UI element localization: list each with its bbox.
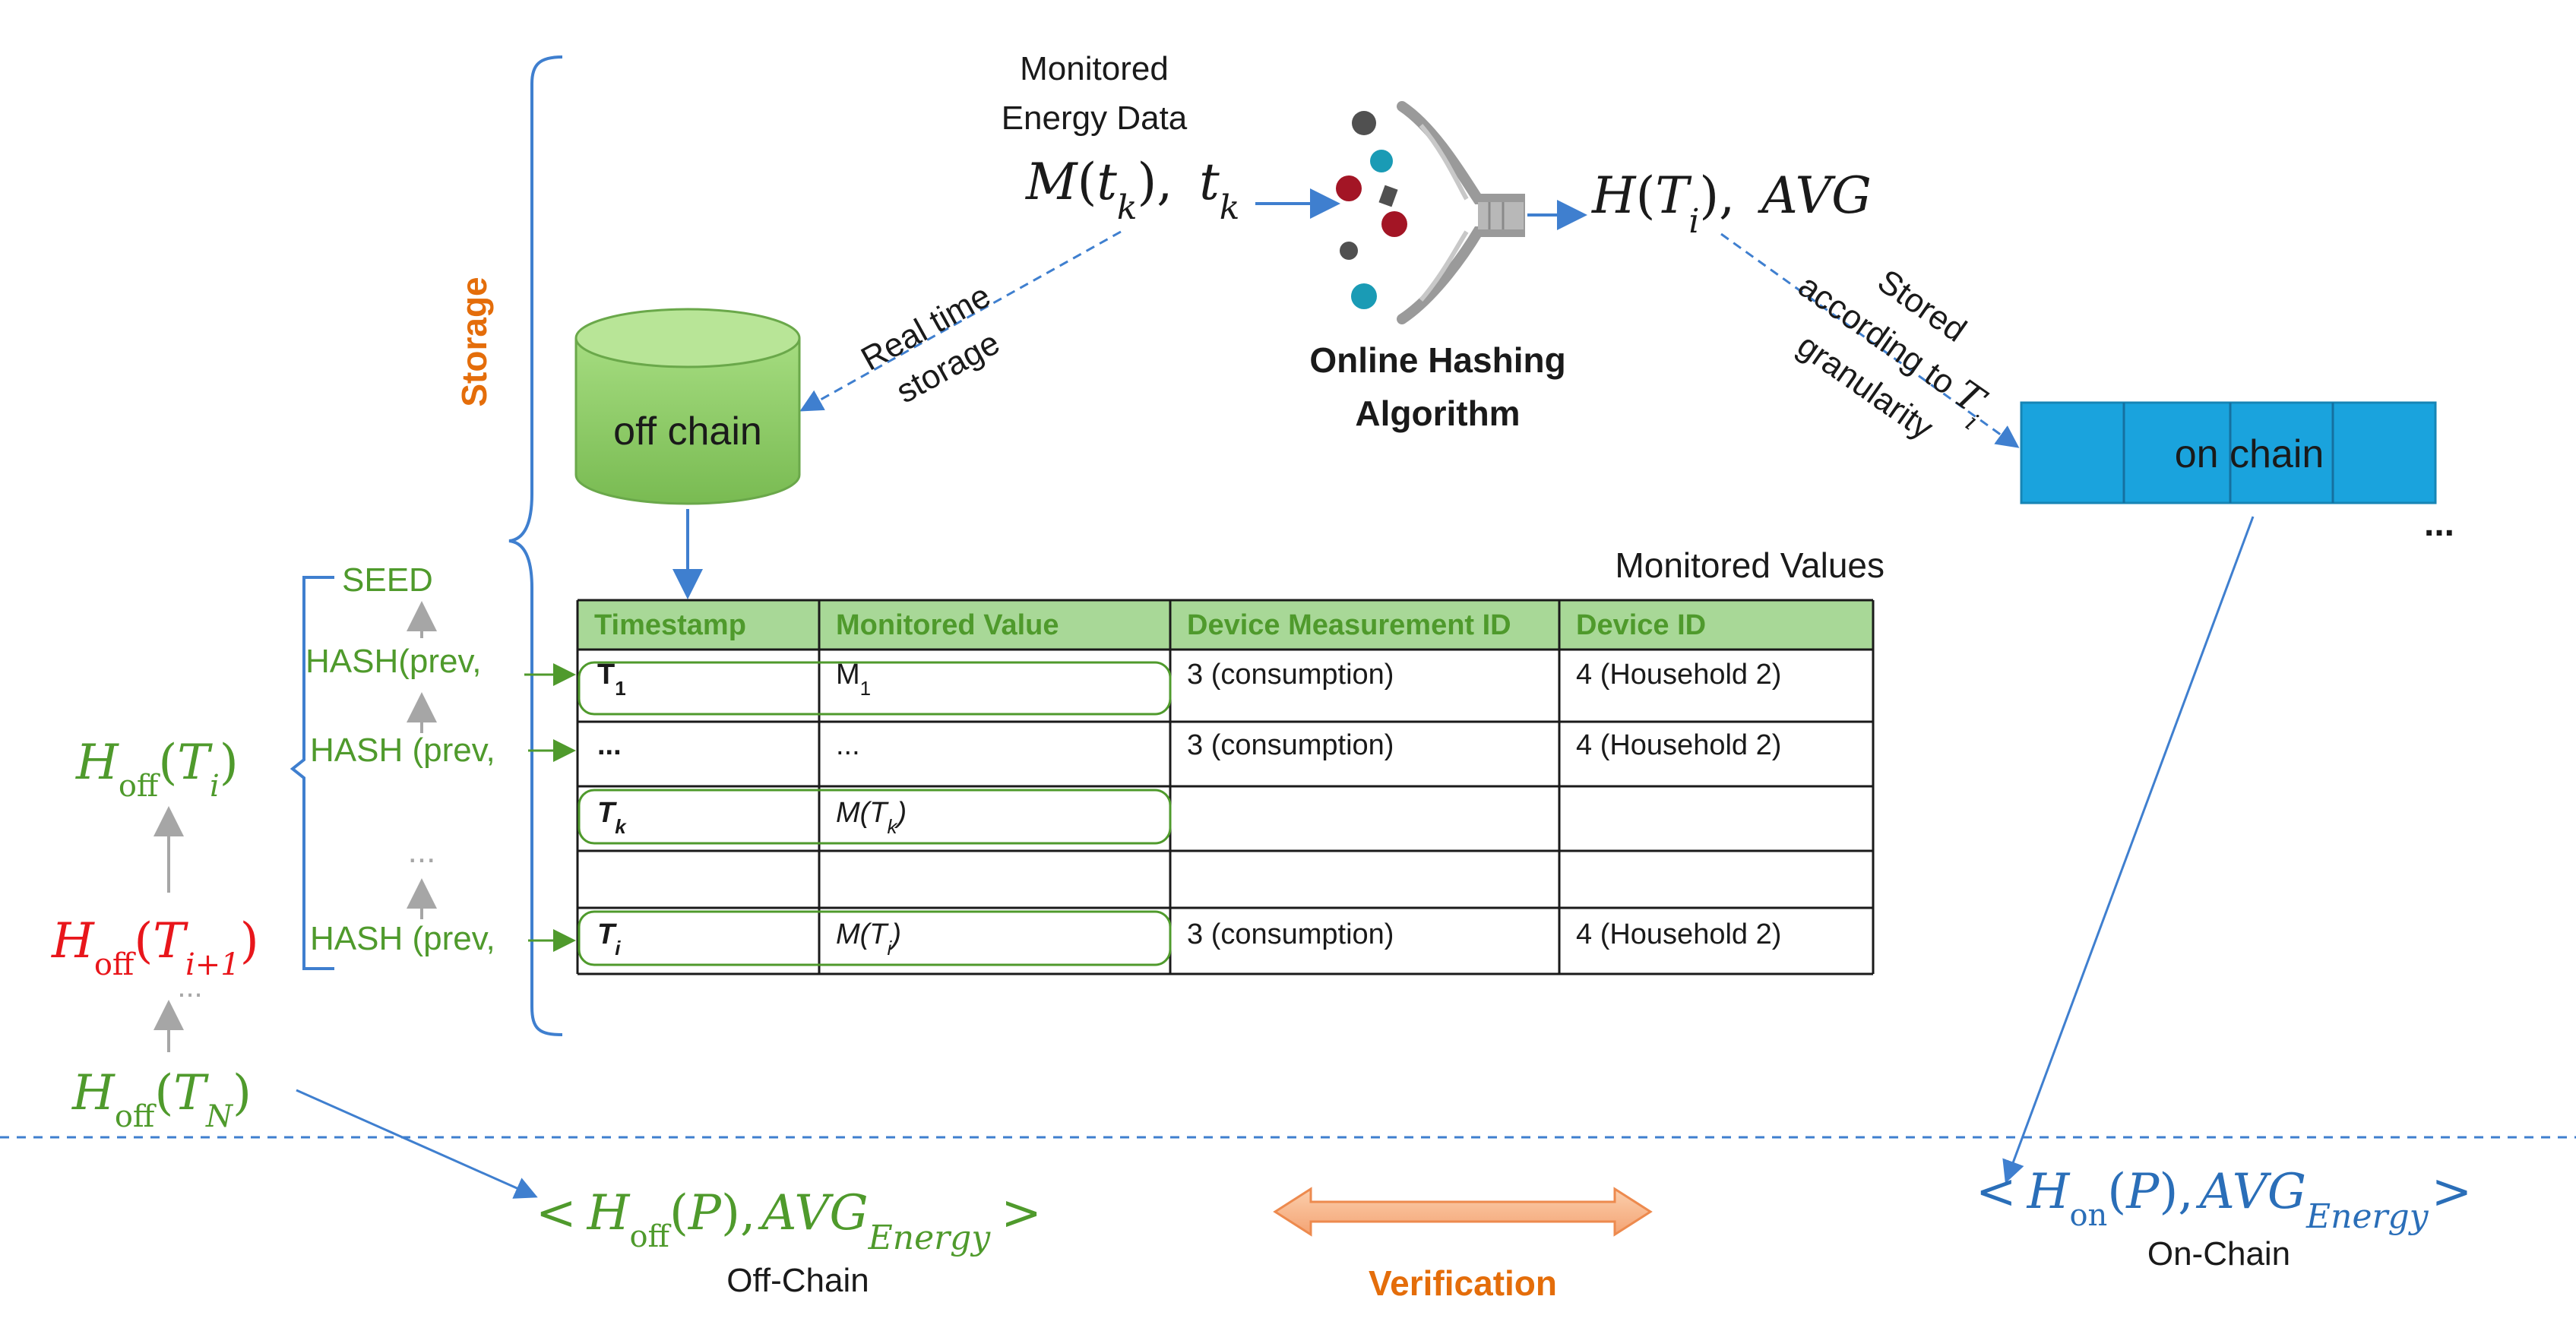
off-chain-result-formula: <Hoff(P),AVGEnergy> bbox=[536, 1185, 1042, 1257]
monitored-values-title: Monitored Values bbox=[1615, 545, 1885, 585]
table-cell-measurement: 3 (consumption) bbox=[1187, 659, 1394, 691]
table-cell-timestamp: ... bbox=[597, 729, 622, 761]
table-cell-value: M(Ti) bbox=[836, 918, 901, 960]
h-off-ti1: Hoff(Ti+1) bbox=[51, 913, 259, 982]
hash-ellipsis: ... bbox=[408, 833, 436, 870]
table-cell-timestamp: Ti bbox=[597, 918, 621, 960]
table-header-timestamp: Timestamp bbox=[594, 609, 746, 641]
storage-brace bbox=[508, 55, 563, 1036]
table-header-device-id: Device ID bbox=[1576, 609, 1706, 641]
storage-label: Storage bbox=[454, 277, 494, 406]
table-header-measurement-id: Device Measurement ID bbox=[1187, 609, 1511, 641]
row-highlight-tk bbox=[578, 789, 1172, 845]
on-chain-caption: On-Chain bbox=[2147, 1235, 2290, 1273]
seed-label: SEED bbox=[342, 561, 433, 599]
real-time-storage-label: Real time storage bbox=[855, 277, 1005, 411]
h-off-tn: Hoff(TN) bbox=[71, 1065, 252, 1134]
stored-granularity-arrow bbox=[1720, 232, 2020, 448]
hash-chain-brace bbox=[290, 576, 334, 970]
table-cell-device: 4 (Household 2) bbox=[1576, 729, 1781, 761]
real-time-storage-arrow bbox=[799, 230, 1122, 412]
on-chain-ellipsis: ... bbox=[2424, 504, 2454, 544]
measurement-formula: M(tk), tk bbox=[1025, 153, 1239, 227]
row-highlight-ti bbox=[578, 910, 1172, 966]
chain-ellipsis: ... bbox=[177, 970, 202, 1004]
table-cell-value: M1 bbox=[836, 659, 871, 700]
table-cell-timestamp: T1 bbox=[597, 659, 626, 700]
table-cell-device: 4 (Household 2) bbox=[1576, 659, 1781, 691]
on-chain-result-formula: <Hon(P),AVGEnergy> bbox=[1976, 1164, 2472, 1236]
h-off-ti: Hoff(Ti) bbox=[75, 735, 239, 804]
table-cell-measurement: 3 (consumption) bbox=[1187, 918, 1394, 950]
funnel-icon bbox=[1336, 101, 1525, 324]
table-cell-measurement: 3 (consumption) bbox=[1187, 729, 1394, 761]
off-chain-database-icon bbox=[574, 308, 801, 505]
arrow-on-chain-to-verification bbox=[2002, 516, 2255, 1184]
monitored-energy-label-line1: Monitored bbox=[1020, 50, 1169, 87]
table-cell-timestamp: Tk bbox=[597, 797, 627, 838]
on-chain-label: on chain bbox=[2175, 432, 2324, 476]
table-header-monitored-value: Monitored Value bbox=[836, 609, 1059, 641]
monitored-energy-label-line2: Energy Data bbox=[1002, 100, 1188, 137]
monitored-values-table: Timestamp Monitored Value Device Measure… bbox=[576, 599, 1875, 975]
hash-prev-1: HASH(prev, bbox=[305, 643, 481, 680]
row-highlight-t1 bbox=[578, 661, 1172, 716]
hash-output-formula: H(Ti), AVG bbox=[1591, 166, 1872, 241]
verification-double-arrow-icon bbox=[1273, 1187, 1653, 1237]
table-cell-device: 4 (Household 2) bbox=[1576, 918, 1781, 950]
hash-prev-2: HASH (prev, bbox=[310, 732, 495, 769]
stored-granularity-label: Stored according toTi granularity bbox=[1790, 262, 1994, 447]
off-chain-label: off chain bbox=[613, 409, 762, 454]
on-chain-block bbox=[2020, 401, 2437, 504]
table-cell-value: M(Tk) bbox=[836, 797, 907, 838]
hash-prev-3: HASH (prev, bbox=[310, 920, 495, 957]
algorithm-label-line1: Online Hashing bbox=[1309, 340, 1565, 380]
off-chain-caption: Off-Chain bbox=[726, 1262, 869, 1299]
verification-label: Verification bbox=[1369, 1263, 1557, 1303]
table-cell-value: ... bbox=[836, 729, 860, 761]
algorithm-label-line2: Algorithm bbox=[1355, 394, 1520, 433]
arrow-off-chain-to-verification bbox=[296, 1089, 538, 1199]
